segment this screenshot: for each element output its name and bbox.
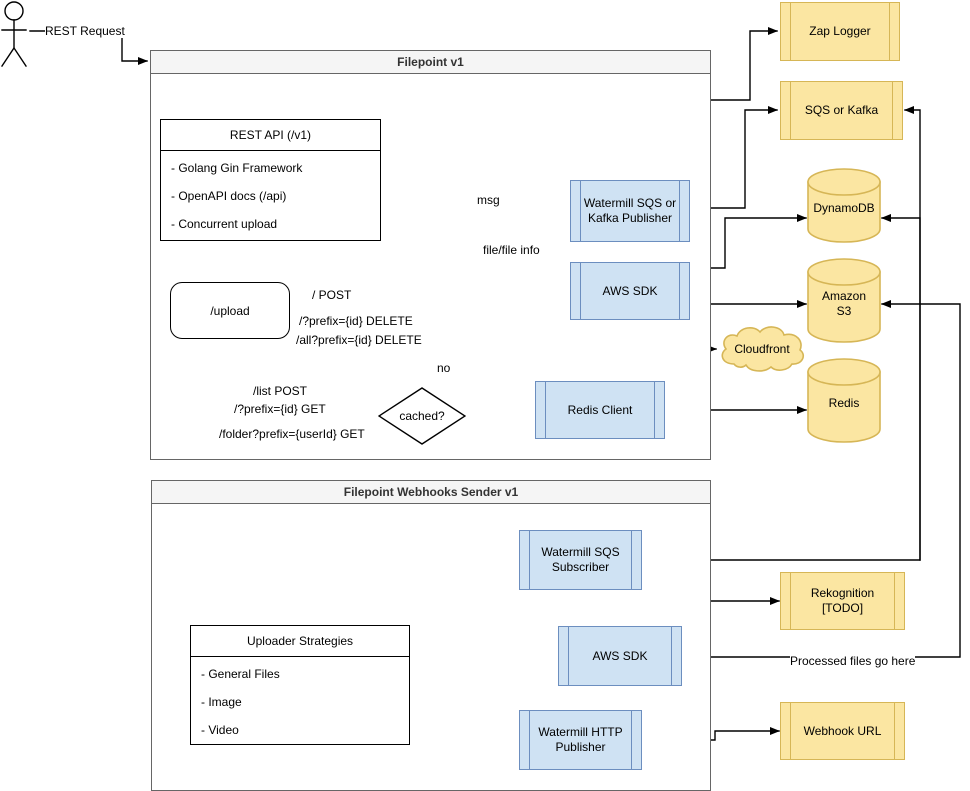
- component-watermill-http-publisher: Watermill HTTP Publisher: [519, 710, 642, 770]
- external-sqs-or-kafka: SQS or Kafka: [780, 81, 903, 140]
- redis-label: Redis: [828, 396, 860, 410]
- component-redis-client: Redis Client: [535, 381, 665, 439]
- fork-label-file-info: file/file info: [483, 243, 540, 257]
- cached-decision: cached?: [377, 387, 467, 445]
- route-label-all-delete: /all?prefix={id} DELETE: [296, 333, 422, 347]
- route-label-list-post: /list POST: [253, 384, 308, 398]
- external-webhook-url: Webhook URL: [780, 702, 905, 760]
- watermill-subscriber-label: Watermill SQS Subscriber: [541, 545, 620, 574]
- component-aws-sdk-top: AWS SDK: [570, 262, 690, 320]
- decision-branch-label-no: no: [437, 361, 451, 375]
- uploader-strategies-title: Uploader Strategies: [191, 626, 409, 657]
- dynamodb-label: DynamoDB: [813, 201, 875, 215]
- component-watermill-publisher: Watermill SQS or Kafka Publisher: [570, 180, 690, 242]
- route-label-folder-get: /folder?prefix={userId} GET: [219, 427, 365, 441]
- container-webhooks-title: Filepoint Webhooks Sender v1: [152, 481, 710, 504]
- actor-body: [1, 19, 27, 67]
- dynamodb-cylinder-shape: [807, 168, 881, 243]
- rest-api-item-0: - Golang Gin Framework: [171, 161, 303, 175]
- external-redis: Redis: [806, 358, 882, 443]
- processed-files-label: Processed files go here: [790, 654, 916, 668]
- watermill-http-publisher-label: Watermill HTTP Publisher: [538, 725, 623, 754]
- component-watermill-sqs-subscriber: Watermill SQS Subscriber: [519, 530, 642, 590]
- rest-api-box: REST API (/v1) - Golang Gin Framework - …: [160, 119, 381, 241]
- rest-api-items: - Golang Gin Framework - OpenAPI docs (/…: [161, 151, 380, 231]
- rekognition-label: Rekognition [TODO]: [810, 586, 875, 615]
- uploader-item-1: - Image: [201, 695, 242, 709]
- uploader-item-2: - Video: [201, 723, 239, 737]
- rest-api-title: REST API (/v1): [161, 120, 380, 151]
- amazon-s3-cylinder-shape: [807, 258, 881, 343]
- amazon-s3-label: Amazon S3: [821, 289, 867, 318]
- external-rekognition: Rekognition [TODO]: [780, 572, 905, 630]
- route-label-prefix-get: /?prefix={id} GET: [234, 402, 326, 416]
- container-filepoint-title: Filepoint v1: [151, 51, 710, 74]
- cached-diamond-shape: [377, 387, 467, 445]
- external-zap-logger: Zap Logger: [780, 2, 900, 61]
- cached-decision-label: cached?: [399, 409, 445, 423]
- external-dynamodb: DynamoDB: [806, 168, 882, 243]
- external-cloudfront: Cloudfront: [716, 324, 808, 374]
- wire-rest-request: [121, 30, 148, 65]
- rest-api-item-1: - OpenAPI docs (/api): [171, 189, 287, 203]
- upload-node: /upload: [170, 282, 290, 339]
- fork-label-msg: msg: [477, 193, 500, 207]
- route-label-post: / POST: [312, 288, 352, 302]
- route-label-delete: /?prefix={id} DELETE: [299, 314, 413, 328]
- external-amazon-s3: Amazon S3: [806, 258, 882, 343]
- cloudfront-label: Cloudfront: [734, 342, 790, 356]
- redis-cylinder-shape: [807, 358, 881, 443]
- watermill-publisher-label: Watermill SQS or Kafka Publisher: [583, 196, 677, 225]
- uploader-strategies-items: - General Files - Image - Video: [191, 657, 409, 737]
- uploader-item-0: - General Files: [201, 667, 280, 681]
- actor-head: [4, 1, 24, 21]
- rest-api-item-2: - Concurrent upload: [171, 217, 278, 231]
- wire-return-to-dynamodb: [881, 214, 921, 561]
- component-aws-sdk-bottom: AWS SDK: [558, 626, 682, 686]
- uploader-strategies-box: Uploader Strategies - General Files - Im…: [190, 625, 410, 745]
- cloudfront-cloud-shape: [721, 326, 804, 372]
- rest-request-label: REST Request: [45, 24, 125, 38]
